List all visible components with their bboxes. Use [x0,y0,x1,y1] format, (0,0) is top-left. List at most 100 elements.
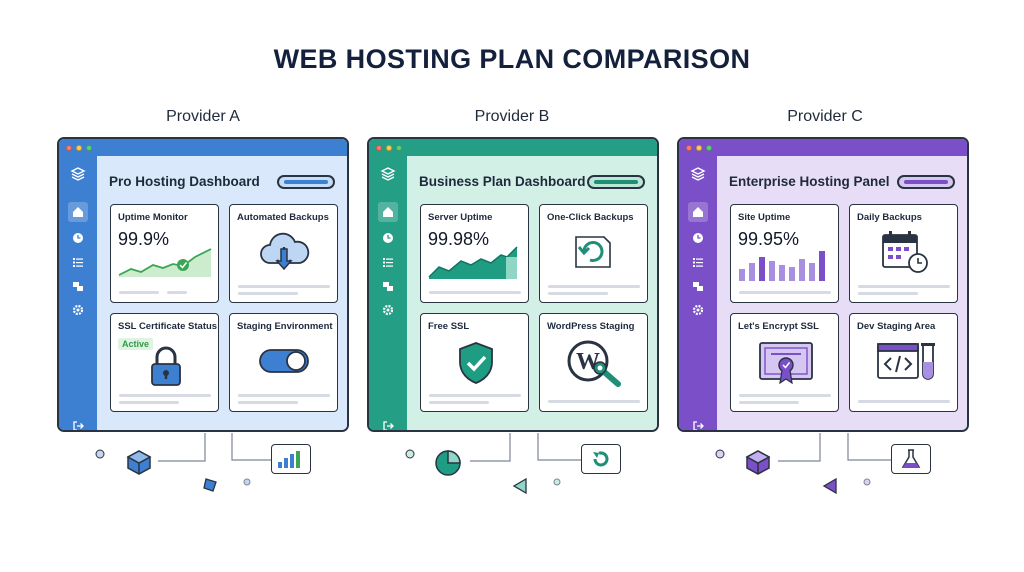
sites-icon[interactable] [688,276,708,296]
uptime-value: 99.95% [738,229,800,249]
ssl-card[interactable]: Free SSL [420,313,529,412]
refresh-icon[interactable] [581,444,621,474]
sidebar [369,156,407,430]
provider-b-label: Provider B [474,108,550,125]
gear-icon[interactable] [68,300,88,320]
uptime-card[interactable]: Uptime Monitor 99.9% [110,204,219,303]
flask-icon[interactable] [891,444,931,474]
cube-icon [126,450,152,475]
card-title: Daily Backups [857,212,922,223]
uptime-bar-chart-icon [739,251,825,281]
card-title: SSL Certificate Status [118,321,218,332]
provider-c-window: Enterprise Hosting Panel Site Uptime 99.… [677,137,969,432]
restore-icon [575,236,611,268]
backups-card[interactable]: One-Click Backups [539,204,648,303]
layers-icon[interactable] [378,164,398,184]
logout-icon[interactable] [688,416,708,430]
maximize-dot[interactable] [706,144,712,151]
sidebar [679,156,717,430]
calendar-clock-icon [882,231,928,273]
header-toggle[interactable] [277,175,335,189]
dashboard-content: Enterprise Hosting Panel Site Uptime 99.… [717,156,967,430]
staging-card[interactable]: Dev Staging Area [849,313,958,412]
layers-icon[interactable] [68,164,88,184]
clock-icon[interactable] [68,228,88,248]
minimize-dot[interactable] [76,144,82,151]
decorative-dot [95,449,871,486]
logout-icon[interactable] [378,416,398,430]
maximize-dot[interactable] [396,144,402,151]
home-icon[interactable] [68,202,88,222]
close-dot[interactable] [376,144,382,151]
layers-icon[interactable] [688,164,708,184]
page-title: WEB HOSTING PLAN COMPARISON [273,44,751,74]
list-icon[interactable] [68,252,88,272]
dashboard-content: Pro Hosting Dashboard Uptime Monitor 99.… [97,156,347,430]
close-dot[interactable] [686,144,692,151]
home-icon[interactable] [688,202,708,222]
uptime-card[interactable]: Server Uptime 99.98% [420,204,529,303]
provider-b-window: Business Plan Dashboard Server Uptime 99… [367,137,659,432]
status-badge: Active [118,338,154,350]
cube-icon [745,450,771,475]
minimize-dot[interactable] [696,144,702,151]
lock-icon [151,346,181,386]
uptime-area-chart-icon [428,246,518,279]
sites-icon[interactable] [378,276,398,296]
staging-card[interactable]: WordPress Staging W [539,313,648,412]
ssl-card[interactable]: Let's Encrypt SSL [730,313,839,412]
card-title: Server Uptime [428,212,493,223]
card-title: Automated Backups [237,212,329,223]
triangle-icon [822,477,837,495]
ssl-card[interactable]: SSL Certificate Status Active [110,313,219,412]
wordpress-wrench-icon: W [567,340,621,387]
panel-title: Enterprise Hosting Panel [729,174,890,189]
uptime-card[interactable]: Site Uptime 99.95% [730,204,839,303]
panel-title: Pro Hosting Dashboard [109,174,260,189]
code-flask-icon [877,343,935,380]
staging-card[interactable]: Staging Environment [229,313,338,412]
clock-icon[interactable] [378,228,398,248]
window-titlebar [679,139,967,156]
diamond-icon [203,478,217,492]
card-title: Dev Staging Area [857,321,936,332]
list-icon[interactable] [378,252,398,272]
uptime-value: 99.9% [118,229,170,249]
dashboard-content: Business Plan Dashboard Server Uptime 99… [407,156,657,430]
toggle-switch-icon[interactable] [258,346,310,376]
provider-a-window: Pro Hosting Dashboard Uptime Monitor 99.… [57,137,349,432]
uptime-value: 99.98% [428,229,490,249]
clock-icon[interactable] [688,228,708,248]
logout-icon[interactable] [68,416,88,430]
home-icon[interactable] [378,202,398,222]
gear-icon[interactable] [688,300,708,320]
card-title: Site Uptime [738,212,791,223]
shield-check-icon [459,342,493,384]
backups-card[interactable]: Daily Backups [849,204,958,303]
card-title: Staging Environment [237,321,333,332]
provider-a-label: Provider A [166,108,240,125]
panel-title: Business Plan Dashboard [419,174,586,189]
card-title: Uptime Monitor [118,212,188,223]
uptime-chart-icon [118,248,212,277]
sites-icon[interactable] [68,276,88,296]
card-title: WordPress Staging [547,321,635,332]
card-title: Let's Encrypt SSL [738,321,819,332]
window-titlebar [59,139,347,156]
card-title: Free SSL [428,321,470,332]
list-icon[interactable] [688,252,708,272]
certificate-icon [759,342,813,385]
backups-card[interactable]: Automated Backups [229,204,338,303]
triangle-icon [512,477,527,495]
bar-chart-icon[interactable] [271,444,311,474]
close-dot[interactable] [66,144,72,151]
maximize-dot[interactable] [86,144,92,151]
header-toggle[interactable] [587,175,645,189]
gear-icon[interactable] [378,300,398,320]
minimize-dot[interactable] [386,144,392,151]
pie-chart-icon [435,450,461,476]
window-titlebar [369,139,657,156]
cloud-download-icon [260,232,310,271]
header-toggle[interactable] [897,175,955,189]
